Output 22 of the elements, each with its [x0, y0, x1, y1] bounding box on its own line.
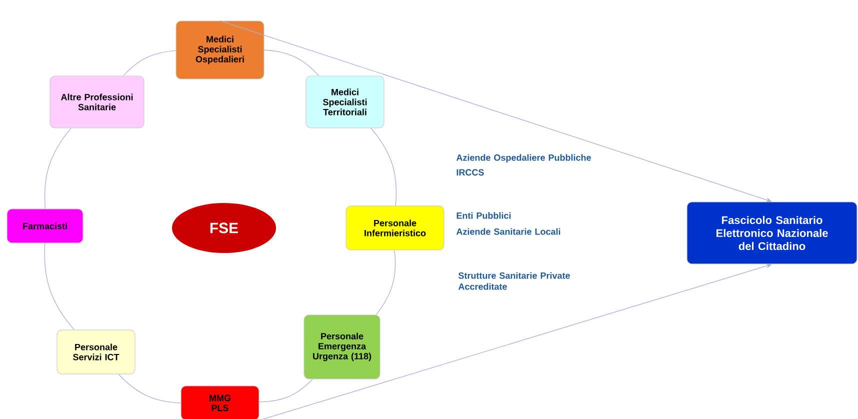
role-box: Altre Professioni Sanitarie — [50, 76, 144, 128]
organization-label: Strutture Sanitarie Private Accreditate — [458, 272, 570, 290]
role-box: Personale Infermieristico — [346, 206, 444, 250]
role-box: Personale Emergenza Urgenza (118) — [304, 314, 380, 380]
role-box: Farmacisti — [6, 208, 84, 244]
organization-label: Aziende Ospedaliere Pubbliche — [456, 154, 591, 163]
organization-label: IRCCS — [456, 169, 484, 176]
target-box: Fascicolo Sanitario Elettronico Nazionale del Cittadino — [686, 202, 858, 264]
organization-label: Aziende Sanitarie Locali — [456, 228, 560, 235]
connector — [118, 374, 182, 404]
role-box: MMG PLS — [180, 386, 260, 419]
connector — [370, 128, 397, 206]
role-box: Medici Specialisti Territoriali — [306, 76, 384, 128]
connector — [123, 50, 176, 76]
role-box: Medici Specialisti Ospedalieri — [176, 20, 264, 80]
connector — [44, 128, 72, 210]
connector — [44, 242, 74, 330]
connector — [264, 50, 320, 76]
connector — [258, 378, 313, 402]
organization-label: Enti Pubblici — [456, 212, 511, 219]
role-box: Personale Servizi ICT — [56, 330, 136, 374]
connector — [376, 250, 396, 316]
